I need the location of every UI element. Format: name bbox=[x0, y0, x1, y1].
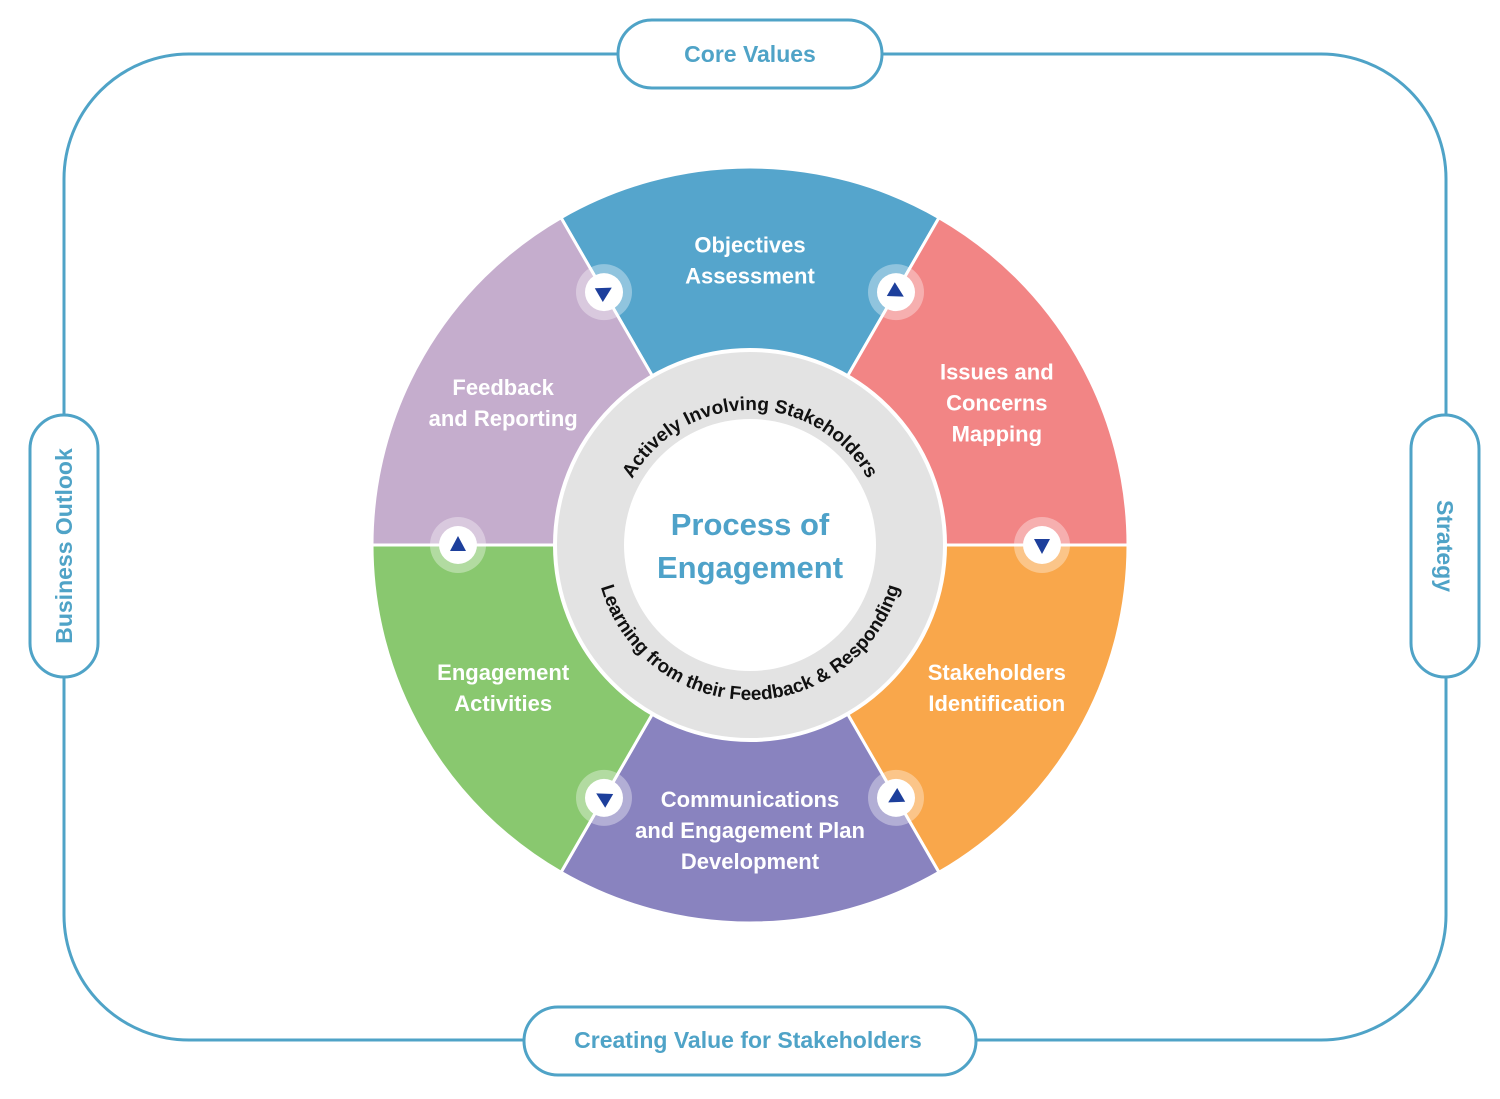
bottom-pill: Creating Value for Stakeholders bbox=[522, 1005, 978, 1077]
bottom-pill-label: Creating Value for Stakeholders bbox=[574, 1027, 922, 1053]
top-pill: Core Values bbox=[616, 18, 884, 90]
segment-label-line: Feedback bbox=[452, 375, 554, 400]
triangle-arrow-icon bbox=[430, 517, 486, 573]
triangle-arrow-icon bbox=[868, 769, 924, 826]
right-pill: Strategy bbox=[1409, 413, 1481, 679]
arrow-triangle bbox=[888, 787, 906, 803]
arrow-triangle bbox=[886, 282, 904, 297]
segment-label-feedback: Feedback and Reporting bbox=[429, 375, 578, 431]
segment-label-line: and Reporting bbox=[429, 406, 578, 431]
segment-arrows bbox=[430, 264, 1070, 826]
triangle-arrow-icon bbox=[868, 264, 924, 321]
center-disc bbox=[624, 419, 876, 671]
center-title-line1: Process of bbox=[671, 507, 830, 542]
segment-label-line: Issues and bbox=[940, 360, 1054, 385]
segment-label-line: Development bbox=[681, 849, 820, 874]
top-pill-label: Core Values bbox=[684, 41, 816, 67]
arrow-triangle bbox=[596, 793, 614, 808]
segment-label-line: Engagement bbox=[437, 660, 570, 685]
wheel-segments bbox=[370, 165, 1130, 925]
segment-label-line: Assessment bbox=[685, 264, 815, 289]
segment-label-line: and Engagement Plan bbox=[635, 818, 865, 843]
right-pill-label: Strategy bbox=[1432, 500, 1458, 592]
triangle-arrow-icon bbox=[1014, 517, 1070, 573]
segment-label-line: Objectives bbox=[694, 233, 805, 258]
left-pill: Business Outlook bbox=[28, 413, 100, 679]
arrow-triangle bbox=[1034, 539, 1050, 554]
segment-label-line: Stakeholders bbox=[928, 660, 1066, 685]
triangle-arrow-icon bbox=[576, 769, 632, 826]
left-pill-label: Business Outlook bbox=[51, 448, 77, 644]
center-title-line2: Engagement bbox=[657, 550, 843, 585]
arrow-triangle bbox=[594, 287, 612, 303]
segment-label-line: Communications bbox=[661, 787, 839, 812]
triangle-arrow-icon bbox=[576, 264, 632, 321]
segment-label-line: Concerns bbox=[946, 391, 1047, 416]
segment-label-line: Mapping bbox=[952, 422, 1042, 447]
segment-label-line: Identification bbox=[928, 691, 1065, 716]
arrow-triangle bbox=[450, 536, 466, 551]
segment-label-line: Activities bbox=[454, 691, 552, 716]
